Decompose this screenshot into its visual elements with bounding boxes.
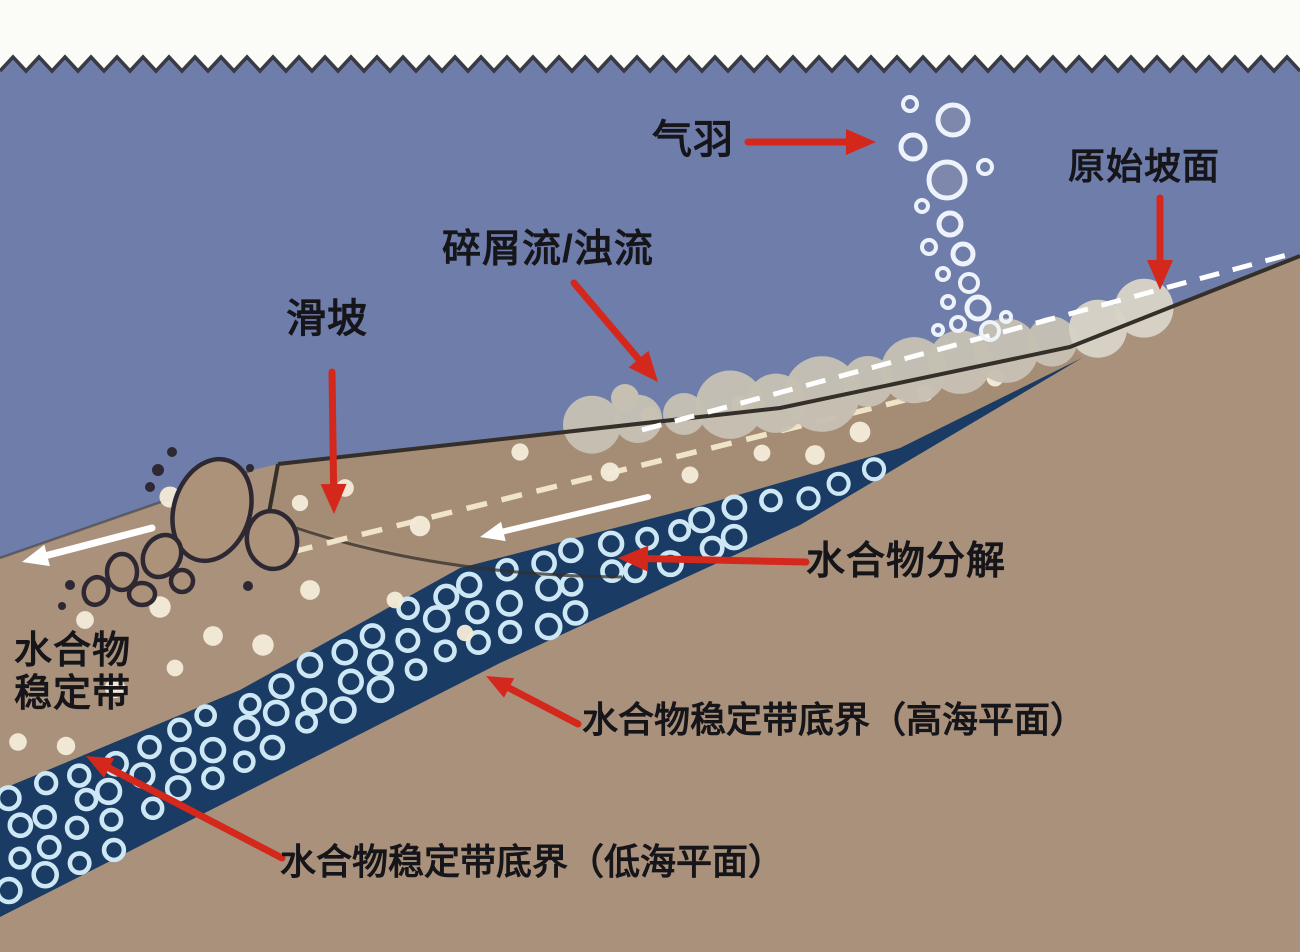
label-hsz-line2: 稳定带 bbox=[14, 672, 132, 715]
label-debris-flow: 碎屑流/浊流 bbox=[442, 228, 654, 271]
debris-flow-clouds bbox=[563, 278, 1174, 454]
red-arrow-hydrate-dissociation bbox=[618, 545, 810, 572]
torn-paper-top-strip bbox=[0, 0, 1300, 74]
seafloor-surface-line bbox=[277, 254, 1300, 466]
label-hydrate-stability-zone: 水合物 稳定带 bbox=[14, 630, 131, 715]
red-arrow-original-slope bbox=[1147, 194, 1173, 290]
zigzag-border bbox=[0, 54, 1300, 74]
red-arrow-landslide bbox=[320, 368, 347, 514]
label-hsz-line1: 水合物 bbox=[14, 630, 132, 672]
label-original-slope: 原始坡面 bbox=[1068, 146, 1220, 187]
red-arrow-gas-plume bbox=[744, 129, 876, 155]
red-arrow-hsz-base-low bbox=[86, 756, 286, 862]
label-hsz-base-low-sealevel: 水合物稳定带底界（低海平面） bbox=[280, 841, 785, 882]
red-arrow-hsz-base-high bbox=[486, 676, 582, 728]
white-motion-arrows bbox=[22, 494, 651, 567]
red-arrow-debris-flow bbox=[570, 279, 658, 382]
label-hydrate-dissociation: 水合物分解 bbox=[806, 540, 1007, 583]
label-landslide: 滑坡 bbox=[286, 297, 368, 341]
label-gas-plume: 气羽 bbox=[652, 118, 734, 162]
label-hsz-base-high-sealevel: 水合物稳定带底界（高海平面） bbox=[582, 699, 1087, 740]
gas-bubble-plume bbox=[898, 95, 1013, 342]
original-slope-dashed-line bbox=[641, 249, 1299, 433]
landslide-blocks bbox=[58, 447, 300, 610]
glide-plane-dashed-line bbox=[291, 397, 906, 555]
